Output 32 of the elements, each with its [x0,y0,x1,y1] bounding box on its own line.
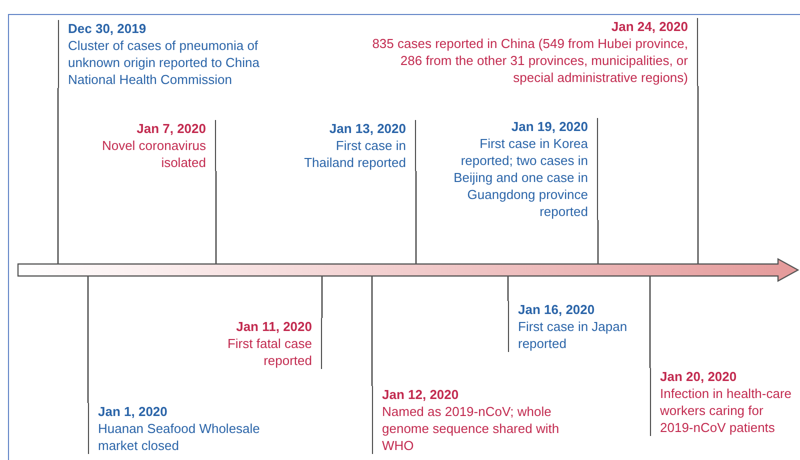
connector-line [371,276,373,386]
connector-line [597,220,599,264]
event-date: Jan 13, 2020 [328,120,406,137]
event-description: Cluster of cases of pneumonia of unknown origin reported to China National Health Commission [68,37,261,88]
connector-line [87,276,89,403]
event-date: Jan 7, 2020 [136,120,206,137]
event-description: Huanan Seafood Wholesale market closed [98,420,261,454]
event-description: Named as 2019-nCoV; whole genome sequence shared with WHO [382,403,560,454]
connector-line [215,171,217,264]
timeline-event [508,301,628,352]
event-date: Jan 19, 2020 [510,118,588,135]
connector-line [697,86,699,264]
event-description: First case in Korea reported; two cases in Beijing and one case in Guangdong province reported [452,135,588,220]
event-description: 835 cases reported in China (549 from Hubei province, 286 from the other 31 provinces, municipalities, or special administrative regions) [371,35,688,86]
event-date: Jan 24, 2020 [610,18,688,35]
connector-line [649,276,651,368]
event-description: First case in Thailand reported [303,137,406,171]
event-description: First case in Japan reported [518,318,628,352]
event-date: Jan 20, 2020 [660,368,738,385]
timeline-arrow [16,258,800,282]
event-date: Jan 16, 2020 [518,301,596,318]
event-description: Novel coronavirus isolated [100,137,206,171]
event-date: Jan 1, 2020 [98,403,168,420]
connector-line [415,171,417,264]
event-date: Jan 12, 2020 [382,386,460,403]
connector-line [507,276,509,301]
connector-line [57,88,59,264]
event-description: First fatal case reported [226,335,312,369]
event-description: Infection in health-care workers caring for 2019-nCoV patients [660,385,793,436]
event-date: Jan 11, 2020 [235,318,312,335]
event-date: Dec 30, 2019 [68,20,148,37]
connector-line [321,276,323,318]
